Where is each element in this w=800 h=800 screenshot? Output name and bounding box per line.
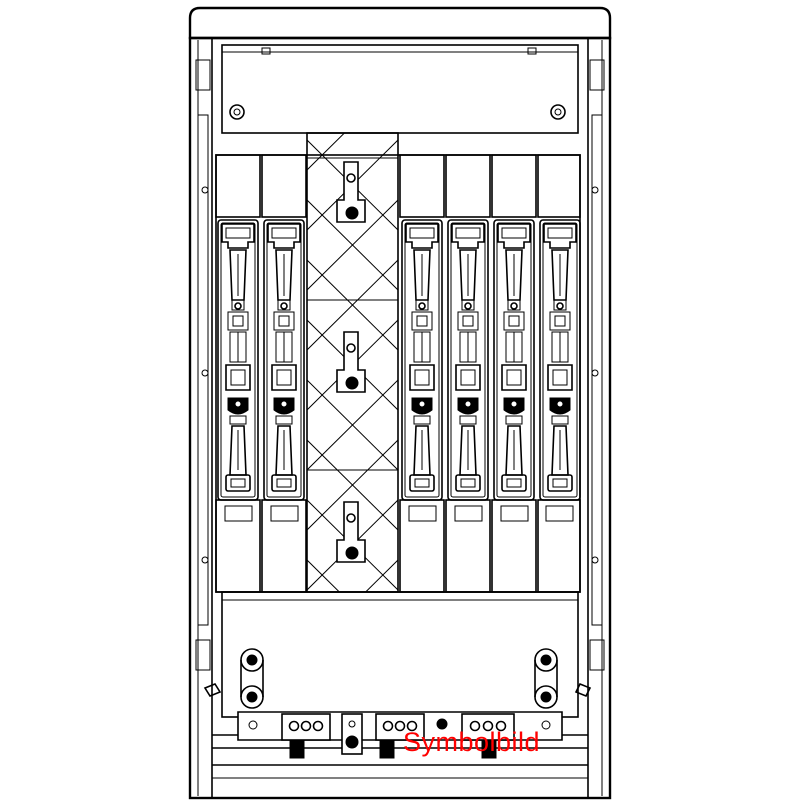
top-cover-screw-right [550, 104, 566, 120]
busbar-column [306, 132, 399, 593]
fuse-unit-3 [401, 219, 443, 501]
bus-clamp-bottom [336, 501, 366, 563]
bus-clamp-top [336, 161, 366, 223]
fuse-unit-2 [263, 219, 305, 501]
watermark-text: Symbolbild [403, 727, 541, 757]
terminal-block-middle [375, 713, 425, 759]
side-holes [201, 186, 599, 564]
bus-clamp-middle [336, 331, 366, 393]
fuse-unit-1 [217, 219, 259, 501]
fuse-unit-4 [447, 219, 489, 501]
cabinet-outer-frame [188, 36, 612, 800]
top-cover-screw-left [229, 104, 245, 120]
terminal-block-left [281, 713, 331, 759]
bottom-cover-plate [221, 591, 579, 718]
side-rail-right [591, 114, 603, 626]
mounting-bolts-right [534, 648, 592, 709]
fuse-top-covers [215, 154, 581, 218]
fuse-unit-5 [493, 219, 535, 501]
terminal-area [212, 711, 588, 779]
top-cover-plate [221, 44, 579, 134]
fuse-unit-6 [539, 219, 581, 501]
mounting-bolts-left [203, 648, 264, 709]
terminal-block-center [341, 713, 363, 755]
side-rail-left [197, 114, 209, 626]
terminal-block-right [461, 713, 515, 759]
cabinet-roof [188, 6, 612, 40]
